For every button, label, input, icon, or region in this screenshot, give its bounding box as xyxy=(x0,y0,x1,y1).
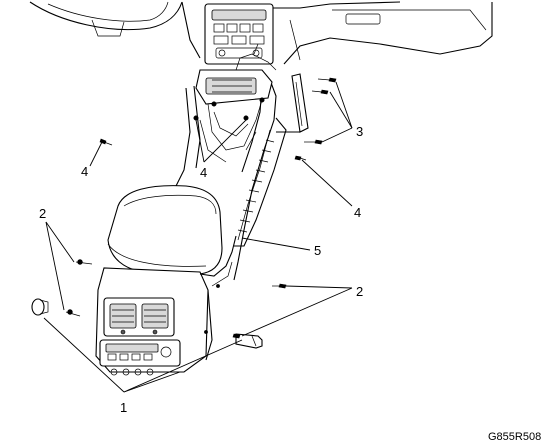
instrument-panel xyxy=(29,1,493,65)
console-rear-body xyxy=(67,185,237,376)
callout-4-left: 4 xyxy=(81,164,88,179)
callout-1: 1 xyxy=(120,400,127,415)
fasteners xyxy=(31,77,337,349)
callout-5: 5 xyxy=(314,243,321,258)
callout-4-center: 4 xyxy=(200,165,207,180)
callouts: 1 2 2 3 4 4 4 5 xyxy=(39,124,363,415)
callout-3: 3 xyxy=(356,124,363,139)
console-bracket xyxy=(276,73,309,133)
figure-id: G855R508 xyxy=(488,431,541,443)
callout-2-right: 2 xyxy=(356,284,363,299)
console-side-panel xyxy=(234,117,287,247)
callout-2-left: 2 xyxy=(39,206,46,221)
callout-4-right: 4 xyxy=(354,205,361,220)
leader-lines xyxy=(43,81,353,393)
console-upper-section xyxy=(175,43,277,281)
